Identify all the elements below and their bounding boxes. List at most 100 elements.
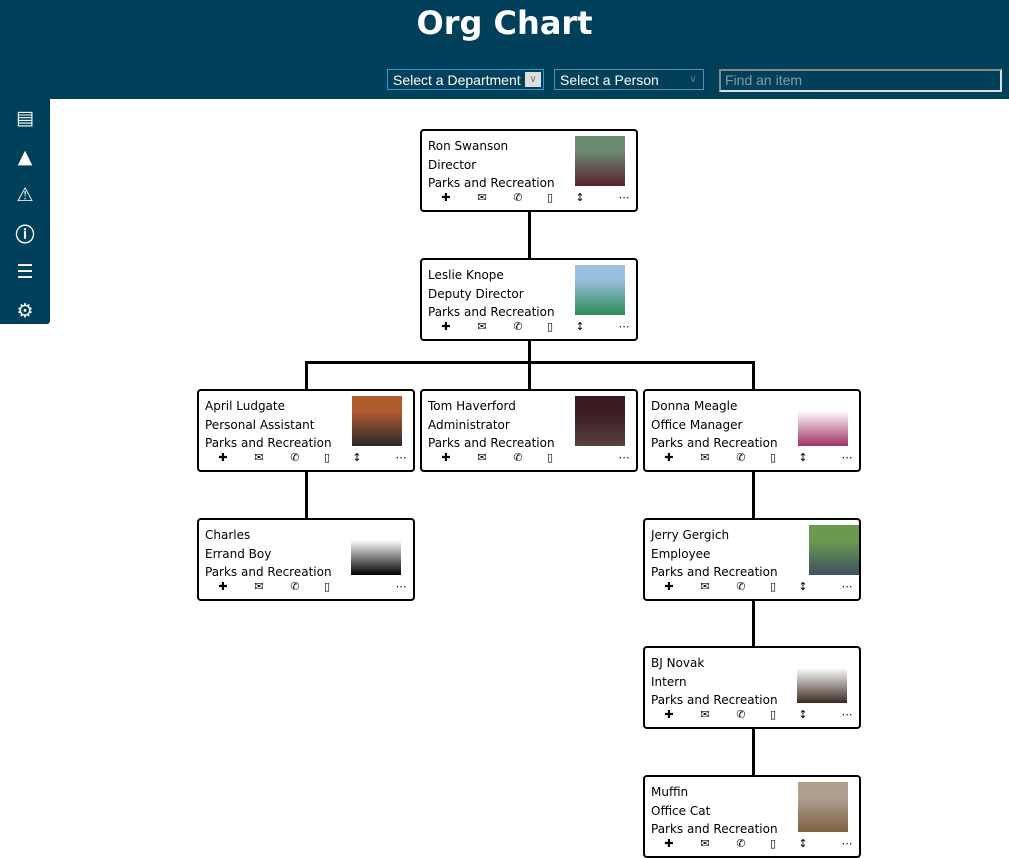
- resize-icon[interactable]: ↕: [352, 451, 362, 464]
- resize-icon[interactable]: ↕: [798, 580, 808, 593]
- person-info: Ron Swanson Director Parks and Recreatio…: [428, 137, 555, 193]
- card-actions: ✚ ✉ ✆ ▯ ↕ ⋯: [199, 451, 413, 467]
- mobile-icon[interactable]: ▯: [546, 451, 554, 464]
- more-icon[interactable]: ⋯: [841, 451, 853, 464]
- more-icon[interactable]: ⋯: [618, 191, 630, 204]
- person-title: Director: [428, 157, 477, 172]
- mail-icon[interactable]: ✉: [700, 708, 710, 721]
- person-card[interactable]: Charles Errand Boy Parks and Recreation …: [197, 518, 415, 601]
- mobile-icon[interactable]: ▯: [769, 708, 777, 721]
- mail-icon[interactable]: ✉: [477, 451, 487, 464]
- connector: [528, 361, 531, 389]
- list-icon[interactable]: ☰: [16, 261, 34, 284]
- person-department: Parks and Recreation: [428, 305, 555, 319]
- person-card[interactable]: BJ Novak Intern Parks and Recreation ✚ ✉ ✆…: [643, 646, 861, 729]
- more-icon[interactable]: ⋯: [618, 320, 630, 333]
- person-title: Deputy Director: [428, 286, 524, 301]
- more-icon[interactable]: ⋯: [841, 837, 853, 850]
- phone-icon[interactable]: ✆: [513, 320, 523, 333]
- gear-icon[interactable]: ⚙: [16, 299, 34, 322]
- person-card[interactable]: Ron Swanson Director Parks and Recreatio…: [420, 129, 638, 212]
- search-input[interactable]: Find an item: [719, 69, 1002, 92]
- page-title: Org Chart: [416, 4, 593, 42]
- card-actions: ✚ ✉ ✆ ▯ ⋯: [422, 451, 636, 467]
- resize-icon[interactable]: ↕: [798, 837, 808, 850]
- card-actions: ✚ ✉ ✆ ▯ ↕ ⋯: [645, 837, 859, 853]
- person-name: Jerry Gergich: [651, 528, 730, 542]
- person-name: Leslie Knope: [428, 268, 504, 282]
- person-card[interactable]: Muffin Office Cat Parks and Recreation ✚…: [643, 775, 861, 858]
- person-department: Parks and Recreation: [205, 565, 332, 579]
- person-department: Parks and Recreation: [205, 436, 332, 450]
- phone-icon[interactable]: ✆: [736, 708, 746, 721]
- phone-icon[interactable]: ✆: [513, 451, 523, 464]
- mobile-icon[interactable]: ▯: [769, 837, 777, 850]
- connector: [305, 361, 308, 389]
- mail-icon[interactable]: ✉: [477, 320, 487, 333]
- person-name: Ron Swanson: [428, 139, 509, 153]
- person-select-value: Select a Person: [560, 72, 659, 88]
- phone-icon[interactable]: ✆: [736, 451, 746, 464]
- add-icon[interactable]: ✚: [218, 451, 228, 464]
- person-select[interactable]: Select a Person∨: [554, 69, 704, 90]
- phone-icon[interactable]: ✆: [290, 580, 300, 593]
- mobile-icon[interactable]: ▯: [546, 191, 554, 204]
- connector: [528, 212, 531, 258]
- more-icon[interactable]: ⋯: [618, 451, 630, 464]
- more-icon[interactable]: ⋯: [395, 451, 407, 464]
- mail-icon[interactable]: ✉: [254, 451, 264, 464]
- phone-icon[interactable]: ✆: [736, 837, 746, 850]
- add-icon[interactable]: ✚: [441, 191, 451, 204]
- mobile-icon[interactable]: ▯: [323, 451, 331, 464]
- phone-icon[interactable]: ✆: [736, 580, 746, 593]
- person-department: Parks and Recreation: [428, 436, 555, 450]
- resize-icon[interactable]: ↕: [798, 451, 808, 464]
- person-card[interactable]: April Ludgate Personal Assistant Parks a…: [197, 389, 415, 472]
- mobile-icon[interactable]: ▯: [323, 580, 331, 593]
- person-department: Parks and Recreation: [651, 436, 778, 450]
- phone-icon[interactable]: ✆: [290, 451, 300, 464]
- person-info: Tom Haverford Administrator Parks and Re…: [428, 397, 555, 453]
- mail-icon[interactable]: ✉: [700, 837, 710, 850]
- add-icon[interactable]: ✚: [441, 320, 451, 333]
- person-title: Errand Boy: [205, 546, 272, 561]
- person-info: BJ Novak Intern Parks and Recreation: [651, 654, 778, 710]
- add-icon[interactable]: ✚: [218, 580, 228, 593]
- card-actions: ✚ ✉ ✆ ▯ ↕ ⋯: [422, 320, 636, 336]
- person-title: Intern: [651, 674, 687, 689]
- department-select-value: Select a Department: [393, 72, 521, 88]
- person-photo: [797, 653, 847, 703]
- more-icon[interactable]: ⋯: [395, 580, 407, 593]
- person-title: Administrator: [428, 417, 510, 432]
- add-icon[interactable]: ✚: [664, 708, 674, 721]
- contact-card-icon[interactable]: ▤: [16, 107, 34, 130]
- person-card[interactable]: Tom Haverford Administrator Parks and Re…: [420, 389, 638, 472]
- mail-icon[interactable]: ✉: [254, 580, 264, 593]
- help-icon[interactable]: ⓘ: [15, 224, 35, 247]
- resize-icon[interactable]: ↕: [798, 708, 808, 721]
- resize-icon[interactable]: ↕: [575, 320, 585, 333]
- add-icon[interactable]: ✚: [664, 580, 674, 593]
- mail-icon[interactable]: ✉: [477, 191, 487, 204]
- person-department: Parks and Recreation: [651, 822, 778, 836]
- person-card[interactable]: Leslie Knope Deputy Director Parks and R…: [420, 258, 638, 341]
- mail-icon[interactable]: ✉: [700, 451, 710, 464]
- mobile-icon[interactable]: ▯: [769, 580, 777, 593]
- warning-icon[interactable]: ⚠: [16, 184, 34, 207]
- person-card[interactable]: Donna Meagle Office Manager Parks and Re…: [643, 389, 861, 472]
- mobile-icon[interactable]: ▯: [546, 320, 554, 333]
- add-icon[interactable]: ✚: [664, 451, 674, 464]
- card-actions: ✚ ✉ ✆ ▯ ↕ ⋯: [645, 708, 859, 724]
- person-card[interactable]: Jerry Gergich Employee Parks and Recreat…: [643, 518, 861, 601]
- phone-icon[interactable]: ✆: [513, 191, 523, 204]
- more-icon[interactable]: ⋯: [841, 708, 853, 721]
- department-select[interactable]: Select a Department∨: [387, 69, 544, 90]
- add-icon[interactable]: ✚: [441, 451, 451, 464]
- resize-icon[interactable]: ↕: [575, 191, 585, 204]
- add-icon[interactable]: ✚: [664, 837, 674, 850]
- mobile-icon[interactable]: ▯: [769, 451, 777, 464]
- mail-icon[interactable]: ✉: [700, 580, 710, 593]
- more-icon[interactable]: ⋯: [841, 580, 853, 593]
- image-icon[interactable]: ▲: [17, 145, 33, 168]
- person-department: Parks and Recreation: [428, 176, 555, 190]
